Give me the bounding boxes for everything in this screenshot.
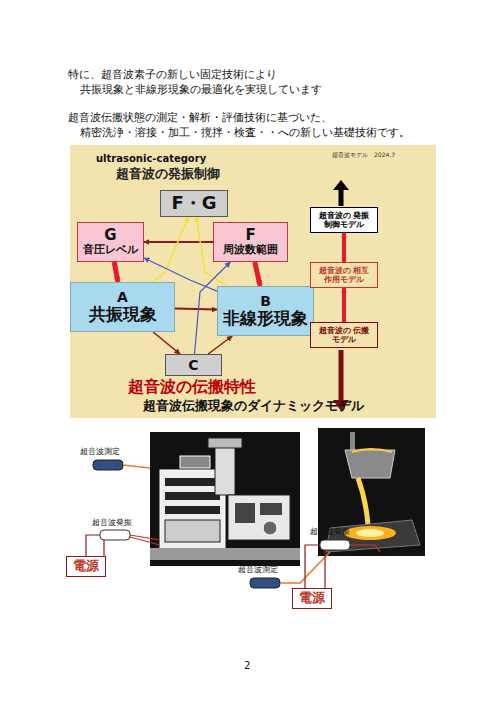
box-text: F・G bbox=[171, 193, 216, 214]
box-text: 電源 bbox=[73, 559, 99, 574]
text-label: 特に、超音波素子の新しい固定技術により bbox=[68, 68, 277, 81]
text-label: 共振現象と非線形現象の最適化を実現しています bbox=[80, 83, 322, 96]
box-text: G bbox=[104, 227, 116, 244]
box-text: 音圧レベル bbox=[83, 244, 138, 257]
connector-arrow bbox=[255, 262, 260, 286]
box-text: B bbox=[260, 293, 271, 309]
box-text: 超音波の 発振制御モデル bbox=[316, 211, 372, 229]
box-text: C bbox=[188, 357, 198, 373]
model-box: B非線形現象 bbox=[217, 286, 314, 336]
model-box: 電源 bbox=[66, 556, 106, 577]
box-text: 超音波の 相互作用モデル bbox=[316, 266, 372, 284]
black-arrow bbox=[339, 188, 344, 206]
model-box: A共振現象 bbox=[70, 282, 175, 332]
text-label: ultrasonic-category bbox=[96, 153, 206, 165]
diagram-panel bbox=[70, 145, 436, 418]
model-box: F周波数範囲 bbox=[213, 222, 288, 262]
box-text: A bbox=[117, 289, 128, 305]
model-box: C bbox=[165, 354, 222, 376]
wiring bbox=[86, 460, 380, 588]
model-box: 電源 bbox=[292, 588, 332, 609]
box-text: 電源 bbox=[299, 591, 325, 606]
text-label: 超音波モデル 2024.7 bbox=[332, 151, 395, 158]
connector-arrow bbox=[208, 336, 232, 354]
text-label: 2 bbox=[244, 660, 250, 672]
text-label: 精密洗浄・溶接・加工・撹拌・検査・・への新しい基礎技術です。 bbox=[80, 126, 410, 139]
model-box: F・G bbox=[160, 190, 228, 217]
box-text: 共振現象 bbox=[89, 305, 157, 325]
darkred-arrow bbox=[339, 350, 344, 402]
text-label: 超音波発振 bbox=[310, 527, 350, 537]
connector-arrow bbox=[153, 217, 189, 282]
text-label: 超音波の発振制御 bbox=[116, 166, 220, 182]
model-box: 超音波の 発振制御モデル bbox=[310, 207, 378, 233]
connector-arrow bbox=[175, 309, 217, 310]
connector-arrow bbox=[153, 332, 180, 354]
text-label: 超音波の伝搬特性 bbox=[128, 377, 256, 396]
model-box: 超音波の 相互作用モデル bbox=[310, 262, 378, 288]
text-label: 超音波伝搬状態の測定・解析・評価技術に基づいた、 bbox=[68, 111, 332, 124]
box-text: F bbox=[245, 227, 255, 244]
casting-illustration bbox=[318, 428, 425, 556]
box-text: 非線形現象 bbox=[223, 309, 308, 329]
caption: 超音波伝搬現象のダイナミックモデル bbox=[143, 398, 364, 414]
connector-arrow bbox=[342, 233, 346, 262]
machine-illustration bbox=[150, 432, 300, 566]
connector-arrow bbox=[114, 262, 118, 282]
box-text: 超音波の 伝搬モデル bbox=[316, 326, 372, 344]
text-label: 超音波発振 bbox=[92, 518, 132, 528]
text-label: 超音波測定 bbox=[238, 565, 278, 575]
arrow-head bbox=[333, 180, 349, 190]
box-text: 周波数範囲 bbox=[223, 244, 278, 257]
connector-arrow bbox=[342, 288, 346, 322]
model-box: 超音波の 伝搬モデル bbox=[310, 322, 378, 348]
text-label: 超音波測定 bbox=[80, 447, 120, 457]
model-box: G音圧レベル bbox=[77, 222, 144, 262]
